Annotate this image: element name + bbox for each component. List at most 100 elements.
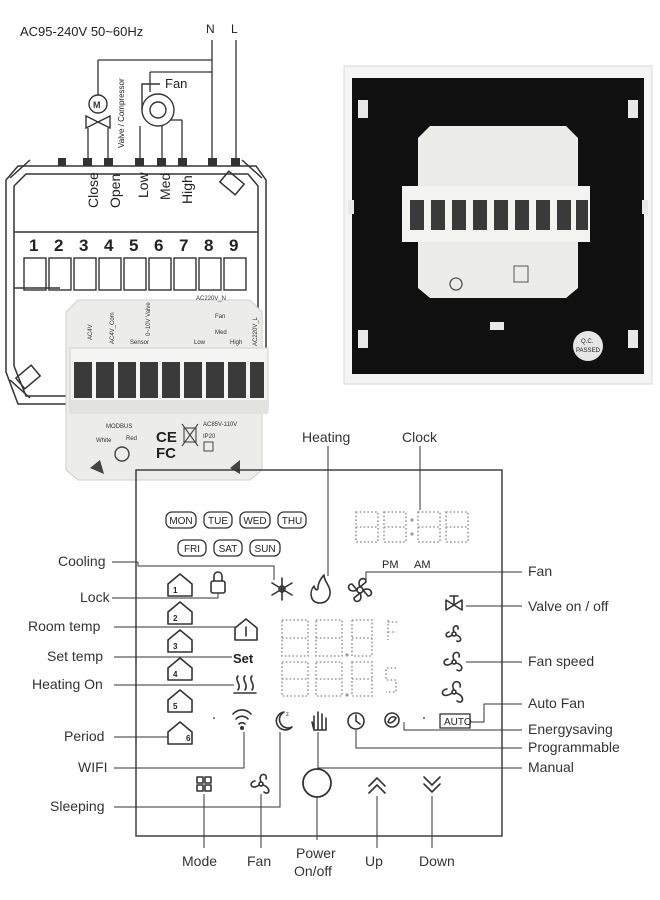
auto-badge — [439, 713, 471, 729]
lcd-layout: MON TUE WED THU FRI SAT SUN PM AM — [135, 469, 503, 837]
fan-speed-low-icon — [445, 625, 462, 643]
live-label: L — [231, 22, 238, 36]
module-modbus: MODBUS — [106, 424, 132, 430]
module-fc-mark: FC — [156, 445, 176, 462]
terminal-number-1: 1 — [29, 236, 38, 255]
period-2: 2 — [173, 614, 178, 623]
module-high-text: High — [230, 340, 242, 346]
qc-line-1: Q.C. — [581, 339, 594, 345]
terminal-number-4: 4 — [104, 236, 114, 255]
down-button-icon[interactable] — [423, 776, 441, 793]
label-fan: Fan — [528, 563, 552, 579]
module-med-text: Med — [215, 330, 227, 336]
flame-icon — [310, 574, 331, 604]
label-energy-saving: Energysaving — [528, 721, 613, 737]
room-temp-digits — [281, 619, 373, 657]
supply-label: AC95-240V 50~60Hz — [20, 24, 143, 39]
terminal-numbers: 1 2 3 4 5 6 7 8 9 — [29, 236, 238, 255]
module-low-text: Low — [194, 340, 206, 346]
label-valve: Valve on / off — [528, 598, 609, 614]
period-6: 6 — [186, 734, 191, 743]
day-fri: FRI — [184, 544, 200, 555]
label-heating-on: Heating On — [32, 676, 103, 692]
heating-on-icon — [233, 675, 257, 694]
supply-wires — [87, 40, 237, 160]
module-ip: IP20 — [203, 434, 216, 440]
auto-indicator: AUTO — [444, 717, 472, 728]
valve-compressor-label: Valve / Compressor — [117, 78, 126, 148]
terminal-tabs — [58, 158, 240, 166]
callout-lines — [112, 446, 522, 848]
rear-mount-tabs — [348, 100, 648, 348]
label-cooling: Cooling — [58, 553, 105, 569]
clock-pm: PM — [382, 559, 399, 571]
fan-button-icon[interactable] — [250, 773, 270, 794]
day-thu: THU — [282, 516, 303, 527]
day-sat: SAT — [219, 544, 238, 555]
terminal-number-2: 2 — [54, 236, 63, 255]
fan-motor-label: Fan — [165, 76, 187, 91]
clock-digits — [355, 511, 469, 543]
terminal-number-3: 3 — [79, 236, 88, 255]
module-left-text-2: AC4V_Com — [110, 312, 116, 344]
terminal-boxes — [23, 257, 247, 291]
power-button[interactable] — [302, 768, 332, 798]
label-down-button: Down — [419, 853, 455, 869]
period-1: 1 — [173, 586, 178, 595]
up-button-icon[interactable] — [368, 777, 386, 794]
energy-saving-icon — [384, 712, 400, 728]
module-left-text-3: Sensor — [130, 340, 149, 346]
weee-bin-icon — [181, 423, 199, 447]
module-ac220v-n: AC220V_N — [196, 296, 226, 302]
module-white: White — [96, 438, 112, 444]
label-mode-button: Mode — [182, 853, 217, 869]
terminal-module: AC220V_N 0~10V Valve Fan AC4V AC4V_Com S… — [65, 296, 269, 481]
rear-screw-terminals — [410, 200, 588, 230]
mode-button-icon[interactable] — [196, 776, 212, 792]
neutral-label: N — [206, 22, 215, 36]
lock-icon — [210, 571, 226, 594]
fan-indicator-icon — [347, 577, 373, 603]
room-temp-icon — [234, 618, 258, 641]
module-valve-text: 0~10V Valve — [146, 302, 152, 336]
label-up-button: Up — [365, 853, 383, 869]
terminal-high: High — [179, 175, 195, 204]
terminal-number-5: 5 — [129, 236, 138, 255]
day-tue: TUE — [208, 516, 228, 527]
programmable-clock-icon — [347, 712, 365, 730]
svg-text:z: z — [286, 712, 289, 718]
module-fan-text: Fan — [215, 314, 225, 320]
module-ce-mark: CE — [156, 429, 177, 446]
day-sun: SUN — [254, 544, 275, 555]
day-mon: MON — [169, 516, 192, 527]
label-manual: Manual — [528, 759, 574, 775]
fan-speed-high-icon — [441, 680, 464, 703]
label-sleeping: Sleeping — [50, 798, 105, 814]
label-room-temp: Room temp — [28, 618, 101, 634]
label-clock: Clock — [402, 429, 438, 445]
callout-labels: Heating Clock Cooling Lock Room temp Set… — [28, 429, 620, 879]
module-double-insulation-icon — [203, 441, 214, 452]
terminal-close: Close — [85, 172, 101, 208]
label-fan-button: Fan — [247, 853, 271, 869]
label-auto-fan: Auto Fan — [528, 695, 585, 711]
valve-icon — [445, 595, 463, 611]
module-rating: AC85V-110V — [203, 422, 237, 428]
label-power-line2: On/off — [294, 863, 332, 879]
terminal-number-6: 6 — [154, 236, 163, 255]
module-left-text-1: AC4V — [88, 324, 94, 340]
set-indicator: Set — [233, 651, 254, 666]
valve-actuator-icon: M — [85, 94, 111, 130]
label-power-line1: Power — [296, 845, 336, 861]
module-connector-circle — [114, 446, 130, 462]
sleep-icon: z — [275, 711, 293, 731]
label-fan-speed: Fan speed — [528, 653, 594, 669]
display-frame — [135, 469, 503, 837]
label-heating: Heating — [302, 429, 350, 445]
clock-am: AM — [414, 559, 431, 571]
wifi-icon — [232, 709, 252, 730]
rear-view-photo: Q.C. PASSED — [343, 65, 653, 385]
set-temp-digits — [281, 661, 373, 697]
fan-speed-med-icon — [443, 651, 463, 672]
terminal-number-9: 9 — [229, 236, 238, 255]
